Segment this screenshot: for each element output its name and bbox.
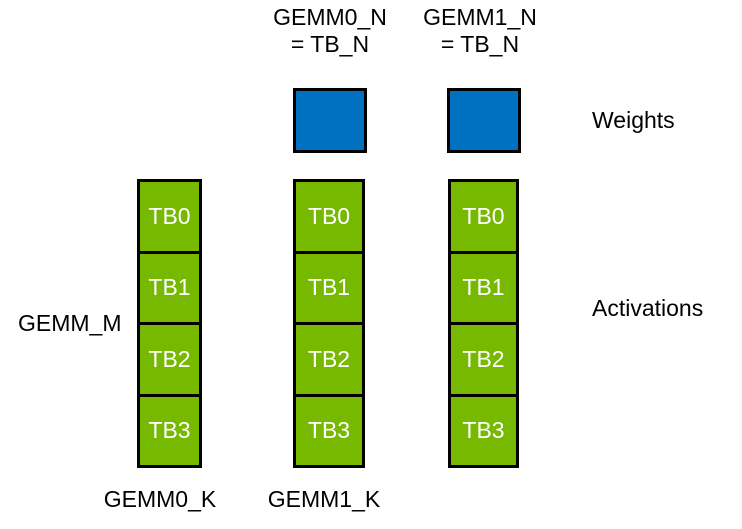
gemm1-n-header-line2: = TB_N xyxy=(440,31,520,57)
tb-block: TB3 xyxy=(448,393,519,468)
tb-block: TB1 xyxy=(137,250,202,325)
gemm0-n-header: GEMM0_N = TB_N xyxy=(230,4,430,58)
gemm0-n-header-line2: = TB_N xyxy=(290,31,370,57)
tb-block: TB2 xyxy=(448,322,519,397)
tb-block: TB3 xyxy=(293,393,365,468)
tb-block: TB3 xyxy=(137,393,202,468)
gemm1-k-label: GEMM1_K xyxy=(267,486,381,512)
gemm1-weight-block xyxy=(447,88,521,153)
tb-block: TB2 xyxy=(137,322,202,397)
tb-block: TB0 xyxy=(293,179,365,254)
gemm-m-label: GEMM_M xyxy=(18,310,122,336)
gemm1-n-header-line1: GEMM1_N xyxy=(423,4,537,30)
tb-block: TB1 xyxy=(293,250,365,325)
gemm0-weight-block xyxy=(293,88,367,153)
weights-label: Weights xyxy=(592,107,675,133)
tb-column-gemm-m: TB0 TB1 TB2 TB3 xyxy=(137,179,202,468)
tb-block: TB0 xyxy=(137,179,202,254)
tb-block: TB0 xyxy=(448,179,519,254)
gemm0-k-label: GEMM0_K xyxy=(103,486,217,512)
activations-label: Activations xyxy=(592,295,704,321)
gemm0-n-header-line1: GEMM0_N xyxy=(273,4,387,30)
tb-column-gemm0: TB0 TB1 TB2 TB3 xyxy=(293,179,365,468)
tb-column-gemm1: TB0 TB1 TB2 TB3 xyxy=(448,179,519,468)
tb-block: TB2 xyxy=(293,322,365,397)
gemm1-n-header: GEMM1_N = TB_N xyxy=(380,4,580,58)
tb-block: TB1 xyxy=(448,250,519,325)
